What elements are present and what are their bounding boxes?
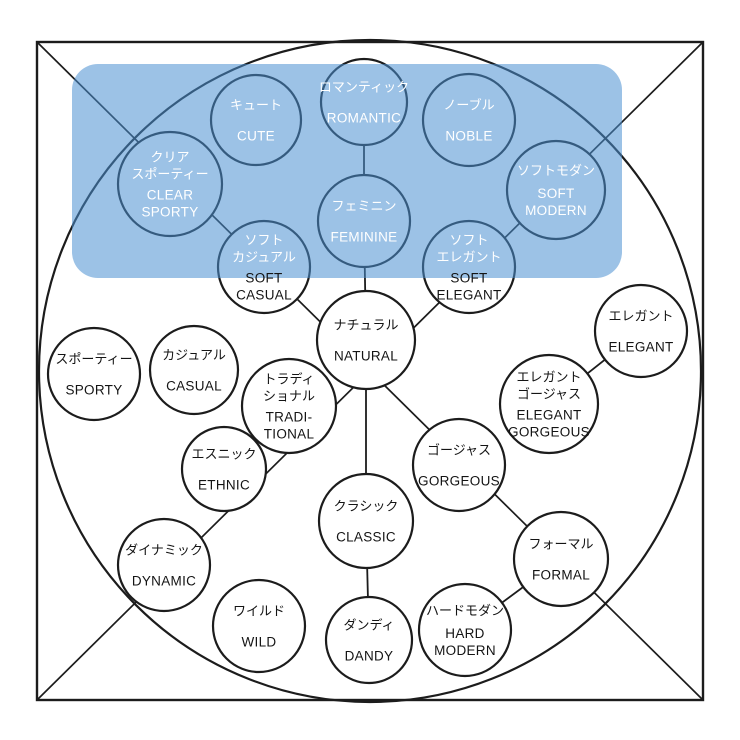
label-clear-sporty-jp-0: クリア — [150, 150, 189, 165]
label-soft-elegant-jp-1: エレガント — [436, 250, 501, 265]
label-soft-elegant-en-1: ELEGANT — [436, 288, 501, 303]
label-cute-en-0: CUTE — [237, 129, 275, 144]
label-dynamic-jp-0: ダイナミック — [125, 543, 203, 558]
label-formal-jp-0: フォーマル — [528, 537, 593, 552]
label-gorgeous-jp-0: ゴージャス — [427, 443, 491, 458]
label-dandy-en-0: DANDY — [345, 649, 394, 664]
label-romantic-en-0: ROMANTIC — [327, 111, 401, 126]
label-elegant-gorgeous-en-1: GORGEOUS — [508, 425, 590, 440]
label-ethnic-en-0: ETHNIC — [198, 478, 250, 493]
label-hard-modern-en-0: HARD — [445, 626, 484, 641]
label-dynamic-en-0: DYNAMIC — [132, 574, 196, 589]
label-wild-jp-0: ワイルド — [233, 604, 285, 619]
label-clear-sporty-jp-1: スポーティー — [131, 167, 208, 182]
label-elegant-gorgeous-jp-1: ゴージャス — [517, 387, 581, 402]
label-hard-modern-en-1: MODERN — [434, 643, 496, 658]
label-wild-en-0: WILD — [242, 635, 277, 650]
label-soft-casual-en-0: SOFT — [245, 271, 282, 286]
node-circle-casual — [148, 324, 240, 416]
node-circle-dynamic — [116, 517, 212, 613]
label-elegant-en-0: ELEGANT — [608, 340, 673, 355]
style-node-labels: キュート CUTE ロマンティック ROMANTIC ノーブル NOBLE クリアスポーティ… — [55, 80, 673, 664]
label-soft-modern-jp-0: ソフトモダン — [517, 163, 595, 178]
node-circle-classic — [317, 472, 415, 570]
label-classic-en-0: CLASSIC — [336, 530, 396, 545]
node-circle-natural — [315, 289, 417, 391]
label-hard-modern-jp-0: ハードモダン — [426, 603, 504, 618]
label-soft-casual-en-1: CASUAL — [236, 288, 292, 303]
label-traditional-jp-0: トラディ — [263, 372, 314, 387]
label-romantic-jp-0: ロマンティック — [319, 80, 409, 95]
node-circle-ethnic — [180, 425, 268, 513]
label-natural-jp-0: ナチュラル — [333, 318, 398, 333]
node-circle-elegant — [593, 283, 689, 379]
label-elegant-jp-0: エレガント — [608, 309, 673, 324]
label-soft-modern-en-1: MODERN — [525, 203, 587, 218]
label-sporty-en-0: SPORTY — [65, 383, 122, 398]
node-circle-gorgeous — [411, 417, 507, 513]
node-circle-sporty — [46, 326, 142, 422]
label-traditional-en-0: TRADI- — [266, 410, 313, 425]
label-feminine-jp-0: フェミニン — [331, 199, 396, 214]
label-soft-casual-jp-0: ソフト — [244, 233, 283, 248]
label-cute-jp-0: キュート — [230, 98, 282, 113]
label-casual-en-0: CASUAL — [166, 379, 222, 394]
label-elegant-gorgeous-jp-0: エレガント — [516, 370, 581, 385]
label-classic-jp-0: クラシック — [334, 499, 399, 514]
label-dandy-jp-0: ダンディ — [343, 618, 394, 633]
node-circle-elegant-gorgeous — [498, 353, 600, 455]
label-natural-en-0: NATURAL — [334, 349, 398, 364]
label-feminine-en-0: FEMININE — [331, 230, 398, 245]
node-circle-dandy — [324, 595, 414, 685]
highlight-overlay — [72, 64, 622, 278]
node-circle-hard-modern — [417, 582, 513, 678]
label-soft-elegant-en-0: SOFT — [450, 271, 487, 286]
label-clear-sporty-en-0: CLEAR — [147, 188, 194, 203]
label-elegant-gorgeous-en-0: ELEGANT — [516, 408, 581, 423]
label-soft-elegant-jp-0: ソフト — [449, 233, 488, 248]
label-clear-sporty-en-1: SPORTY — [141, 205, 198, 220]
label-noble-jp-0: ノーブル — [443, 98, 494, 113]
label-sporty-jp-0: スポーティー — [55, 352, 132, 367]
label-soft-modern-en-0: SOFT — [537, 186, 574, 201]
outer-square-frame — [35, 40, 705, 702]
label-soft-casual-jp-1: カジュアル — [232, 250, 296, 265]
label-ethnic-jp-0: エスニック — [191, 447, 256, 462]
label-traditional-jp-1: ショナル — [263, 389, 315, 404]
label-traditional-en-1: TIONAL — [264, 427, 315, 442]
node-circle-traditional — [240, 357, 338, 455]
label-formal-en-0: FORMAL — [532, 568, 590, 583]
node-circle-formal — [512, 510, 610, 608]
label-gorgeous-en-0: GORGEOUS — [418, 474, 500, 489]
main-circle — [37, 38, 703, 704]
label-casual-jp-0: カジュアル — [162, 348, 226, 363]
node-circle-wild — [211, 578, 307, 674]
label-noble-en-0: NOBLE — [445, 129, 492, 144]
